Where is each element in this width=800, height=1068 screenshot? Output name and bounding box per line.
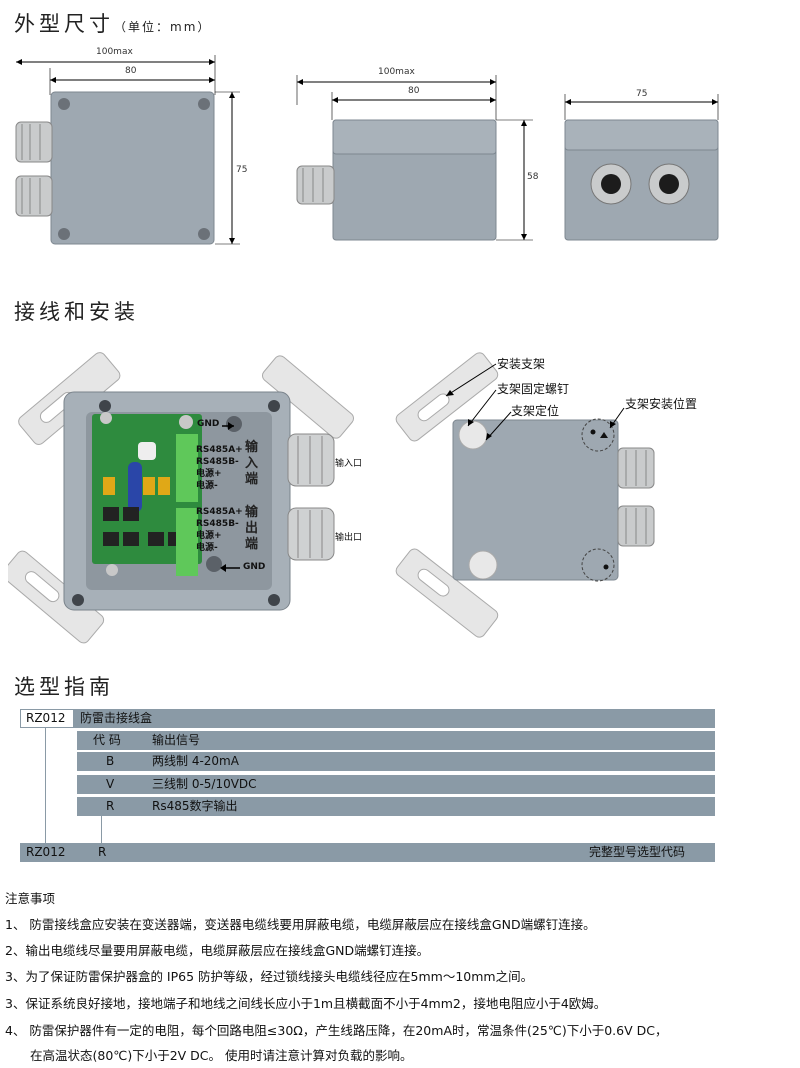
final-model: RZ012 [26, 845, 66, 859]
output-end-tag: 输 出 端 [245, 505, 259, 552]
header-row [77, 731, 715, 750]
option-code: R [106, 799, 115, 813]
front-body-width: 80 [125, 66, 137, 76]
header-signal: 输出信号 [152, 733, 201, 747]
note-item: 3、保证系统良好接地，接地端子和地线之间线长应小于1m且横截面不小于4mm2，接… [5, 996, 607, 1011]
side-height: 58 [527, 172, 539, 182]
install-drawing [395, 352, 655, 638]
wiring-box-drawing [8, 352, 354, 644]
option-row-r [77, 797, 715, 816]
gnd-top-label: GND [197, 419, 220, 429]
gnd-bottom-label: GND [243, 562, 266, 572]
model-code: RZ012 [26, 711, 66, 725]
connector-line [101, 816, 102, 843]
connector-line [45, 728, 46, 843]
input-end-tag: 输 入 端 [245, 440, 259, 487]
option-row-b [77, 752, 715, 771]
final-label: 完整型号选型代码 [589, 845, 686, 859]
option-code: V [106, 777, 115, 791]
note-item: 3、为了保证防雷保护器盒的 IP65 防护等级，经过锁线接头电缆线径应在5mm～… [5, 969, 534, 984]
input-port-label: 输入口 [335, 459, 363, 469]
selection-title: 选型指南 [14, 675, 114, 699]
output-terminal-labels: RS485A+ RS485B- 电源+ 电源- [196, 507, 243, 553]
model-box [20, 709, 74, 728]
bracket-position-label: 支架安装位置 [625, 397, 698, 411]
header-code: 代 码 [93, 733, 121, 747]
front-overall-width: 100max [96, 47, 133, 57]
note-item: 2、输出电缆线尽量要用屏蔽电缆，电缆屏蔽层应在接线盒GND端螺钉连接。 [5, 943, 430, 958]
final-row [20, 843, 715, 862]
model-desc: 防雷击接线盒 [80, 711, 153, 725]
side-view-drawing [296, 75, 533, 241]
wiring-title: 接线和安装 [14, 300, 139, 324]
front-view-drawing [15, 55, 240, 245]
option-code: B [106, 754, 115, 768]
option-desc: 两线制 4-20mA [152, 754, 239, 768]
note-item: 1、 防雷接线盒应安装在变送器端，变送器电缆线要用屏蔽电缆，电缆屏蔽层应在接线盒… [5, 917, 596, 932]
option-row-v [77, 775, 715, 794]
note-item: 在高温状态(80℃)下小于2V DC。 使用时请注意计算对负载的影响。 [30, 1048, 413, 1063]
output-port-label: 输出口 [335, 533, 363, 543]
option-desc: 三线制 0-5/10VDC [152, 777, 257, 791]
side-body-width: 80 [408, 86, 420, 96]
notes-title: 注意事项 [5, 891, 56, 906]
bracket-locate-label: 支架定位 [511, 404, 560, 418]
front-height: 75 [236, 165, 248, 175]
side-overall-width: 100max [378, 67, 415, 77]
end-view-drawing [564, 94, 719, 241]
bracket-label: 安装支架 [497, 357, 546, 371]
final-code: R [98, 845, 107, 859]
dimensions-title: 外型尺寸（单位：mm） [14, 12, 212, 36]
bracket-screw-label: 支架固定螺钉 [497, 382, 570, 396]
note-item: 4、 防雷保护器件有一定的电阻，每个回路电阻≤30Ω，产生线路压降，在20mA时… [5, 1023, 668, 1038]
input-terminal-labels: RS485A+ RS485B- 电源+ 电源- [196, 445, 243, 491]
option-desc: Rs485数字输出 [152, 799, 238, 813]
end-width: 75 [636, 89, 648, 99]
model-row [20, 709, 715, 728]
unit-note: （单位：mm） [114, 20, 212, 34]
